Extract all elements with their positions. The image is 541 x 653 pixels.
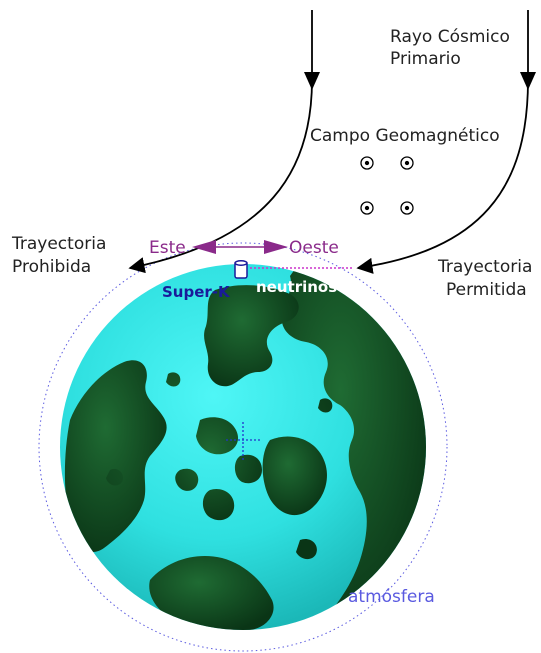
allowed-trajectory-label-line1: Trayectoria bbox=[437, 257, 532, 277]
land-small-islands bbox=[106, 372, 333, 560]
earth bbox=[60, 264, 426, 630]
neutrinos-label: neutrinos bbox=[256, 278, 337, 296]
allowed-down-arrow bbox=[520, 72, 536, 90]
detector-label: Super-K bbox=[162, 283, 231, 301]
allowed-trajectory-label-line2: Permitida bbox=[446, 280, 527, 300]
land-europe bbox=[149, 556, 274, 630]
forbidden-trajectory-label-line1: Trayectoria bbox=[11, 234, 106, 254]
east-label: Este bbox=[149, 238, 186, 258]
atmosphere-label: atmósfera bbox=[348, 587, 435, 607]
geomagnetic-field-label: Campo Geomagnético bbox=[310, 126, 500, 146]
land-north-america bbox=[204, 285, 299, 387]
atmosphere-boundary bbox=[38, 242, 448, 652]
field-out-icon bbox=[360, 201, 374, 215]
field-out-icon bbox=[400, 156, 414, 170]
forbidden-trajectory-path bbox=[128, 10, 313, 274]
primary-ray-label-line2: Primario bbox=[390, 49, 461, 69]
primary-ray-label-line1: Rayo Cósmico bbox=[390, 27, 510, 47]
east-west-arrow bbox=[192, 240, 288, 254]
land-greenland bbox=[262, 436, 327, 516]
land-eurasia bbox=[281, 264, 426, 630]
forbidden-down-arrow bbox=[304, 72, 320, 90]
field-out-icon bbox=[360, 156, 374, 170]
west-label: Oeste bbox=[289, 238, 339, 258]
north-pole-marker bbox=[226, 422, 262, 462]
land-left-continent bbox=[64, 360, 167, 552]
field-symbols bbox=[360, 156, 414, 215]
detector-icon bbox=[234, 260, 248, 279]
land-arctic-islands bbox=[175, 417, 262, 521]
allowed-trajectory-path bbox=[356, 10, 529, 274]
field-out-icon bbox=[400, 201, 414, 215]
forbidden-trajectory-label-line2: Prohibida bbox=[12, 257, 91, 277]
